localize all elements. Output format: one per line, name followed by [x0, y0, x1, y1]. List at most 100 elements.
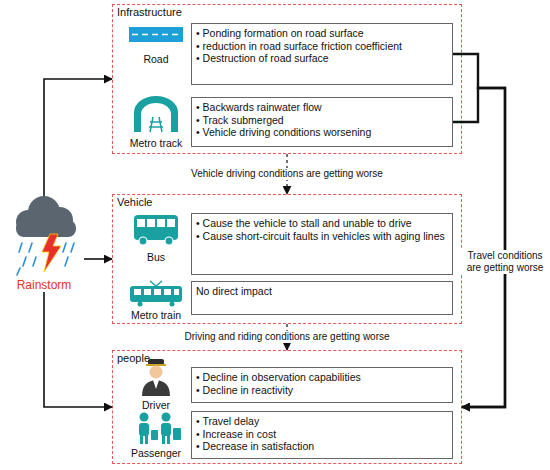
bus-window	[167, 219, 175, 227]
effect-text: • Increase in cost	[196, 428, 448, 441]
lane-marking	[132, 34, 181, 36]
effect-text: • Decline in observation capabilities	[196, 371, 448, 384]
rain-drop	[29, 243, 32, 252]
tunnel-arch	[134, 96, 178, 132]
sleeper	[149, 126, 163, 128]
group-heading: Infrastructure	[117, 6, 182, 18]
icon-label: Driver	[142, 399, 170, 411]
tram-icon	[130, 281, 182, 307]
group-box: VehicleBus • Cause the vehicle to stall a…	[112, 194, 462, 324]
bus-wheel	[165, 237, 173, 245]
luggage	[173, 428, 181, 440]
icon-node: Driver	[125, 357, 187, 411]
icon-label: Road	[143, 53, 168, 65]
connector-arrow	[453, 54, 505, 407]
group-box: peopleDriver • Decline in observation cap…	[112, 350, 462, 464]
tram-wheel	[138, 302, 143, 307]
driver-collar	[153, 380, 159, 389]
rain-drops	[17, 243, 74, 275]
tunnel-opening	[141, 103, 171, 132]
bus-window	[137, 219, 145, 227]
passenger-body	[139, 423, 149, 436]
cloud-shape	[16, 220, 76, 237]
bus-window	[147, 219, 155, 227]
road-surface	[129, 27, 183, 42]
sleeper	[150, 121, 162, 123]
icon-node: Metro track	[125, 95, 187, 149]
weather-node: Rainstorm	[4, 196, 84, 292]
effect-text: • Destruction of road surface	[196, 52, 448, 65]
track-rails	[149, 117, 163, 132]
effect-text: • Vehicle driving conditions worsening	[196, 126, 448, 139]
group-box: InfrastructureRoad • Ponding formation on…	[112, 4, 462, 154]
icon-label: Metro track	[130, 137, 183, 149]
effect-box: • Decline in observation capabilities• D…	[191, 367, 453, 403]
passenger-leg	[162, 435, 165, 444]
group-heading: people	[117, 352, 150, 364]
edge-label: Travel conditions are getting worse	[460, 250, 550, 274]
effect-box: • Ponding formation on road surface• red…	[191, 23, 453, 85]
connector-group	[44, 54, 505, 407]
icon-label: Metro train	[131, 309, 181, 321]
icon-node: Passenger	[125, 411, 187, 459]
rain-drop	[33, 257, 36, 266]
rain-drop	[17, 268, 20, 275]
passenger-head	[140, 413, 149, 422]
passenger-leg	[140, 435, 143, 444]
effect-text: • Cause short-circuit faults in vehicles…	[196, 230, 448, 243]
cap-visor	[146, 364, 166, 366]
cloud-shape	[16, 210, 40, 234]
rain-drop	[71, 243, 74, 252]
group-heading: Vehicle	[117, 196, 152, 208]
tram-window	[164, 289, 171, 295]
road-icon	[129, 27, 183, 42]
tunnel-icon	[134, 96, 178, 132]
cloud-icon	[16, 196, 76, 275]
edge-label: Vehicle driving conditions are getting w…	[188, 168, 386, 180]
weather-label: Rainstorm	[17, 278, 72, 292]
edge-label: Driving and riding conditions are gettin…	[181, 331, 392, 343]
effect-text: • Decrease in satisfaction	[196, 440, 448, 453]
lightning-bolt	[42, 234, 61, 272]
driver-body	[142, 380, 170, 396]
bus-wheel	[139, 237, 147, 245]
icon-label: Bus	[147, 251, 165, 263]
tram-body	[130, 286, 182, 302]
icon-node: Bus	[125, 211, 187, 263]
effect-text: • reduction in road surface friction coe…	[196, 40, 448, 53]
rail	[150, 117, 153, 132]
cloud-shape	[28, 196, 60, 228]
effect-text: No direct impact	[196, 285, 448, 298]
passenger-icon	[139, 413, 181, 445]
connector-arrow	[44, 79, 112, 196]
effect-text: • Cause the vehicle to stall and unable …	[196, 217, 448, 230]
connector-arrow	[286, 154, 287, 194]
driver-cap	[148, 359, 164, 365]
effect-box: • Backwards rainwater flow• Track submer…	[191, 97, 453, 147]
icon-node: Metro train	[125, 279, 187, 321]
rain-drop	[65, 257, 68, 266]
driver-icon	[142, 359, 170, 396]
connector-arrow	[453, 88, 505, 407]
connector-arrow	[84, 258, 112, 260]
passenger-leg	[167, 435, 170, 444]
effect-text: • Track submerged	[196, 114, 448, 127]
tram-window	[134, 289, 141, 295]
bus-body	[134, 215, 178, 240]
effect-box: • Cause the vehicle to stall and unable …	[191, 213, 453, 275]
passenger-leg	[145, 435, 148, 444]
connector-arrow	[286, 324, 287, 350]
bus-window	[157, 219, 165, 227]
effect-text: • Decline in reactivity	[196, 384, 448, 397]
effect-text: • Ponding formation on road surface	[196, 27, 448, 40]
driver-head	[150, 366, 163, 379]
passenger-body	[161, 423, 171, 436]
passenger-head	[162, 413, 171, 422]
connector-arrow	[44, 292, 112, 407]
rain-drop	[23, 257, 26, 266]
tram-wheel	[170, 302, 175, 307]
cloud-shape	[47, 207, 73, 233]
rain-drop	[19, 243, 22, 252]
